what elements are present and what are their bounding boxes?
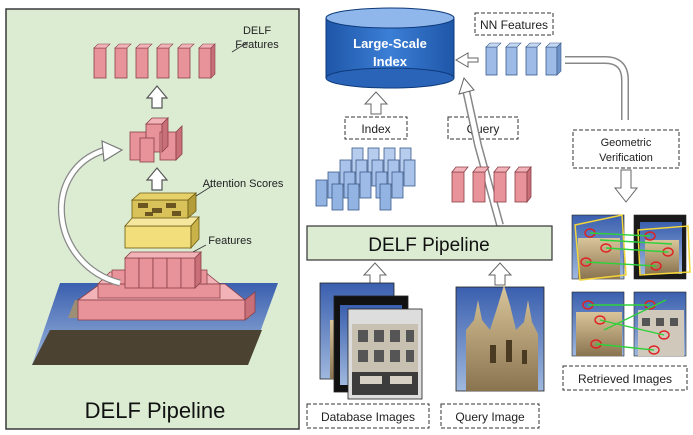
index-title-2: Index bbox=[373, 54, 408, 69]
database-images-label: Database Images bbox=[321, 410, 415, 424]
delf-pipeline-label: DELF Pipeline bbox=[368, 235, 489, 256]
feature-maps bbox=[124, 251, 202, 289]
delf-features-leader bbox=[231, 41, 249, 53]
left-panel: DELF Features Attention Scores Features … bbox=[5, 8, 300, 430]
database-images bbox=[319, 282, 423, 400]
right-panel: Large-Scale Index NN Features Ge bbox=[306, 7, 691, 429]
nn-feature-row bbox=[485, 42, 562, 76]
attention-scores-label: Attention Scores bbox=[203, 178, 284, 190]
query-image-box bbox=[440, 403, 540, 429]
retrieved-images-label: Retrieved Images bbox=[578, 372, 672, 386]
delf-features-label-1: DELF bbox=[243, 25, 271, 37]
up-arrow-icon bbox=[145, 85, 169, 109]
up-arrow-icon bbox=[145, 167, 169, 191]
query-box bbox=[447, 116, 519, 140]
up-arrow-icon bbox=[362, 262, 388, 286]
up-arrow-icon bbox=[487, 262, 513, 286]
query-image-label: Query Image bbox=[455, 410, 525, 424]
index-feature-grid bbox=[315, 147, 416, 211]
delf-features-label-2: Features bbox=[235, 39, 279, 51]
index-label: Index bbox=[361, 122, 390, 136]
features-label: Features bbox=[208, 235, 252, 247]
left-arrow-icon bbox=[455, 52, 479, 68]
geometric-label-1: Geometric bbox=[601, 137, 652, 149]
nn-features-box bbox=[474, 12, 554, 36]
left-panel-title: DELF Pipeline bbox=[85, 398, 226, 423]
large-scale-index: Large-Scale Index bbox=[325, 7, 455, 89]
database-images-box bbox=[306, 403, 430, 429]
geometric-label-2: Verification bbox=[599, 152, 653, 164]
attention-block bbox=[124, 192, 200, 250]
down-arrow-icon bbox=[613, 169, 639, 203]
geometric-verification-box bbox=[572, 129, 680, 169]
features-leader bbox=[192, 244, 207, 253]
up-arrow-icon bbox=[363, 91, 389, 115]
index-title-1: Large-Scale bbox=[353, 36, 427, 51]
index-box bbox=[344, 116, 408, 140]
selected-features bbox=[129, 117, 183, 163]
query-feature-row bbox=[451, 165, 532, 204]
attention-leader bbox=[195, 185, 213, 197]
down-arrow-icon bbox=[565, 56, 629, 120]
retrieved-images-box bbox=[562, 365, 688, 391]
up-arrow-icon bbox=[458, 76, 504, 227]
nn-features-label: NN Features bbox=[480, 18, 548, 32]
delf-feature-row bbox=[93, 43, 216, 79]
delf-pipeline-box bbox=[306, 225, 553, 261]
query-image bbox=[455, 285, 545, 392]
curved-arrow-icon bbox=[57, 140, 124, 287]
retrieved-images bbox=[571, 214, 691, 357]
